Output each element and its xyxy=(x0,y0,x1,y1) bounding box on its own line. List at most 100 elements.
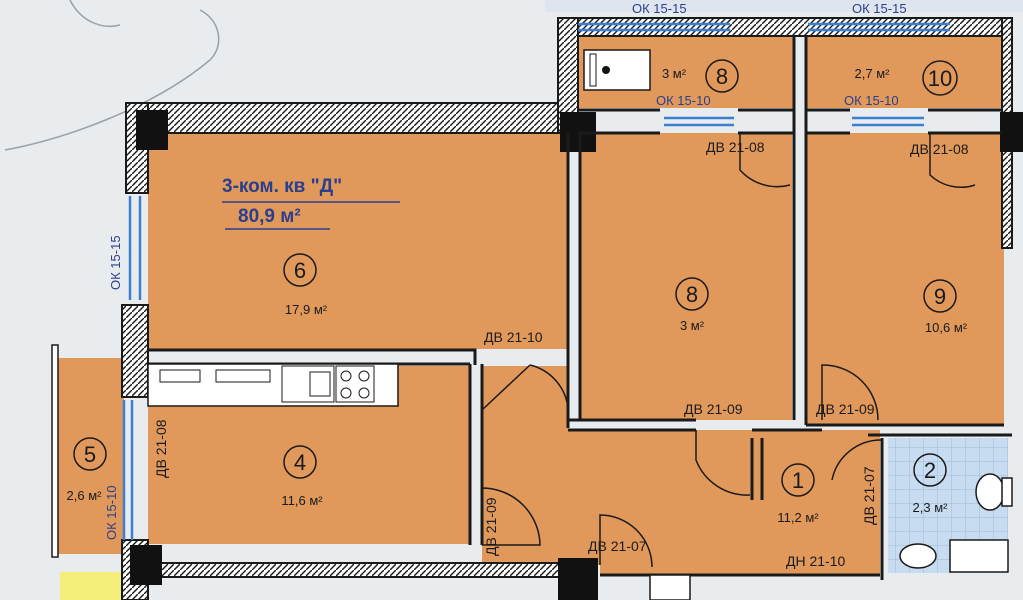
wall-6-kitchen xyxy=(148,348,477,365)
wall-9-bottom xyxy=(806,423,1012,437)
window-top-2 xyxy=(808,22,950,32)
room-10-fill xyxy=(806,36,1002,108)
sink-icon-lower xyxy=(649,574,691,600)
stove xyxy=(335,365,375,403)
windows xyxy=(122,22,950,540)
wall-7-bottom xyxy=(568,418,822,432)
window-left-lower xyxy=(122,400,134,540)
room-fills xyxy=(58,36,1004,575)
wall-bottom xyxy=(147,562,579,578)
sink-bowl xyxy=(309,371,331,397)
room-labels: 6 17,9 м² 8 3 м² 9 10,6 м² 8 3 м² 10 2,7… xyxy=(67,59,968,525)
room-1-number: 1 xyxy=(792,468,804,493)
room-7-number-circle xyxy=(675,277,709,311)
room-5-number-circle xyxy=(73,437,107,471)
door-arc xyxy=(739,133,791,188)
room-8-area: 3 м² xyxy=(662,66,687,81)
pencil-scribble-2 xyxy=(69,0,121,27)
toilet-tank xyxy=(1001,477,1013,507)
door-arc xyxy=(695,430,751,496)
room-9-fill xyxy=(806,133,1004,425)
wall-balcony-edge xyxy=(51,344,59,558)
column xyxy=(130,545,162,585)
window-label-10: ОК 15-10 xyxy=(844,93,899,108)
column xyxy=(558,558,598,600)
room-1-area: 11,2 м² xyxy=(777,510,819,525)
door-label: ДВ 21-07 xyxy=(861,466,877,525)
room-10-number-circle xyxy=(922,60,958,96)
room-9-area: 10,6 м² xyxy=(925,320,968,335)
pencil-scribble xyxy=(4,9,220,151)
apartment-total-area: 80,9 м² xyxy=(238,206,301,227)
window-10 xyxy=(852,116,924,127)
room-4-number: 4 xyxy=(294,450,306,475)
door-label: ДВ 21-10 xyxy=(484,329,543,345)
room-6-number-circle xyxy=(283,253,317,287)
wall-top-right xyxy=(557,17,1011,37)
kitchen-counter xyxy=(147,363,399,407)
counter-cell xyxy=(215,369,271,383)
column xyxy=(136,110,168,150)
door-arc xyxy=(831,439,883,481)
door-arc xyxy=(481,364,569,411)
room-7-area: 3 м² xyxy=(680,318,705,333)
shower-icon xyxy=(949,539,1009,573)
bed-icon xyxy=(583,49,651,91)
room-8-number: 8 xyxy=(716,64,728,89)
window-left xyxy=(128,196,142,300)
door-label: ДВ 21-08 xyxy=(153,419,169,478)
room-2-number-circle xyxy=(913,453,947,487)
balcony-strip xyxy=(60,572,128,600)
room-10-area: 2,7 м² xyxy=(855,66,891,81)
wall-top-left xyxy=(125,102,569,134)
columns xyxy=(130,110,1023,600)
stove-burner xyxy=(340,387,352,399)
room-4-area: 11,6 м² xyxy=(281,493,323,508)
room-5-fill xyxy=(58,358,124,554)
room-9-number: 9 xyxy=(934,284,946,309)
bathroom-fixtures xyxy=(649,473,1013,600)
sink-icon xyxy=(899,543,937,569)
room-2-area: 2,3 м² xyxy=(913,500,949,515)
room-6-fill xyxy=(148,133,568,349)
door-label: ДВ 21-08 xyxy=(910,141,969,157)
toilet-icon xyxy=(975,473,1005,511)
window-label-left-lower: ОК 15-10 xyxy=(104,485,119,540)
door-arc xyxy=(599,514,653,568)
room-9-number-circle xyxy=(923,279,957,313)
door-arc xyxy=(929,133,976,188)
room-2-number: 2 xyxy=(924,458,936,483)
door-label: ДВ 21-09 xyxy=(483,497,499,556)
room-5-number: 5 xyxy=(84,442,96,467)
room-8-number-circle xyxy=(705,59,739,93)
window-labels: ОК 15-15 ОК 15-15 ОК 15-10 ОК 15-10 ОК 1… xyxy=(104,1,907,540)
door-label: ДВ 21-07 xyxy=(588,538,647,554)
blueprint-grid-edge xyxy=(545,0,1023,12)
door-labels: ДВ 21-08 ДВ 21-08 ДВ 21-10 ДВ 21-09 ДВ 2… xyxy=(153,139,969,569)
stove-burner xyxy=(358,387,370,399)
door-arc xyxy=(481,487,541,546)
wall-7-left xyxy=(566,133,582,428)
room-7-fill xyxy=(580,133,792,420)
window-label-left: ОК 15-15 xyxy=(108,235,123,290)
wall-left-lower xyxy=(121,304,149,398)
door-arc xyxy=(821,364,879,421)
room-7-number: 8 xyxy=(686,282,698,307)
apartment-title: 3-ком. кв "Д" xyxy=(222,176,342,197)
room-1-fill xyxy=(482,366,880,575)
walls xyxy=(51,17,1013,600)
wall-bath xyxy=(750,438,884,580)
stove-burner xyxy=(340,370,352,382)
column xyxy=(1000,112,1023,152)
room-5-area: 2,6 м² xyxy=(67,488,103,503)
room-6-number: 6 xyxy=(294,258,306,283)
window-label-top-2: ОК 15-15 xyxy=(852,1,907,16)
door-label: ДВ 21-08 xyxy=(706,139,765,155)
room-4-number-circle xyxy=(283,445,317,479)
stove-burner xyxy=(358,370,370,382)
window-label-top-1: ОК 15-15 xyxy=(632,1,687,16)
room-10-number: 10 xyxy=(928,66,952,91)
room-1-number-circle xyxy=(781,463,815,497)
window-top-1 xyxy=(578,22,730,32)
